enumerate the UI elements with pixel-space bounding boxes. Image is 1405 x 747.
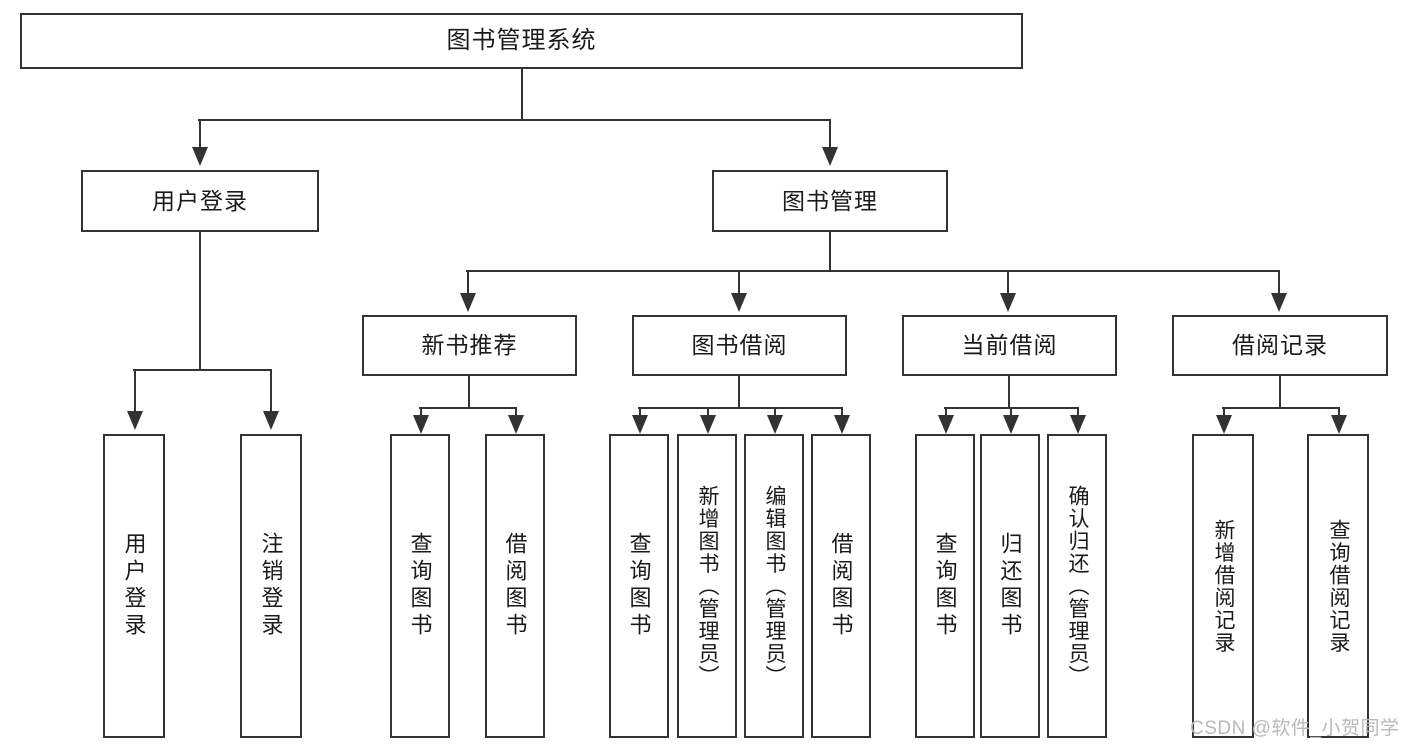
arrow-current-borrow-child-2 xyxy=(1003,415,1019,434)
connector-book-manage-child-4 xyxy=(1278,270,1280,295)
connector-current-borrow-stem xyxy=(1008,376,1010,408)
node-label: 查询图书 xyxy=(626,532,652,640)
connector-book-borrow-child-3 xyxy=(774,407,776,417)
connector-user-login-bar xyxy=(133,369,271,371)
connector-borrow-record-stem xyxy=(1279,376,1281,408)
node-label: 当前借阅 xyxy=(961,332,1058,359)
connector-new-book-child-1 xyxy=(420,407,422,417)
connector-borrow-record-child-2 xyxy=(1338,407,1340,417)
leaf-user-login-logout[interactable]: 注销登录 xyxy=(240,434,302,738)
node-new-book-recommend[interactable]: 新书推荐 xyxy=(362,315,577,376)
node-label: 新增图书（管理员） xyxy=(696,484,720,688)
connector-borrow-record-child-1 xyxy=(1223,407,1225,417)
node-label: 查询图书 xyxy=(932,532,958,640)
arrow-borrow-record-child-1 xyxy=(1216,415,1232,434)
leaf-borrow-record-add[interactable]: 新增借阅记录 xyxy=(1192,434,1254,738)
arrow-book-manage-child-4 xyxy=(1271,293,1287,312)
arrow-borrow-record-child-2 xyxy=(1331,415,1347,434)
arrow-book-borrow-child-1 xyxy=(632,415,648,434)
leaf-book-borrow-add[interactable]: 新增图书（管理员） xyxy=(677,434,737,738)
connector-user-login-child-1 xyxy=(134,369,136,413)
arrow-book-borrow-child-4 xyxy=(834,415,850,434)
leaf-current-borrow-return[interactable]: 归还图书 xyxy=(980,434,1040,738)
arrow-root-to-user-login xyxy=(192,147,208,166)
node-label: 归还图书 xyxy=(997,532,1023,640)
arrow-current-borrow-child-3 xyxy=(1070,415,1086,434)
connector-book-manage-child-1 xyxy=(467,270,469,295)
connector-user-login-child-2 xyxy=(270,369,272,413)
connector-book-borrow-child-2 xyxy=(707,407,709,417)
node-root-system[interactable]: 图书管理系统 xyxy=(20,13,1023,69)
node-label: 新增借阅记录 xyxy=(1212,518,1236,654)
leaf-current-borrow-query[interactable]: 查询图书 xyxy=(915,434,975,738)
arrow-book-borrow-child-2 xyxy=(700,415,716,434)
connector-borrow-record-bar xyxy=(1222,407,1340,409)
arrow-book-manage-child-1 xyxy=(460,293,476,312)
leaf-user-login-login[interactable]: 用户登录 xyxy=(103,434,165,738)
node-label: 图书管理系统 xyxy=(446,27,597,55)
node-label: 查询借阅记录 xyxy=(1327,518,1351,654)
connector-book-borrow-child-1 xyxy=(639,407,641,417)
node-label: 图书管理 xyxy=(782,187,878,214)
connector-new-book-bar xyxy=(419,407,517,409)
node-label: 用户登录 xyxy=(152,187,248,214)
node-label: 借阅图书 xyxy=(502,532,528,640)
leaf-book-borrow-edit[interactable]: 编辑图书（管理员） xyxy=(744,434,804,738)
node-label: 借阅图书 xyxy=(828,532,854,640)
arrow-root-to-book-manage xyxy=(822,147,838,166)
connector-root-stem xyxy=(521,69,523,120)
connector-book-borrow-bar xyxy=(638,407,842,409)
leaf-new-book-borrow[interactable]: 借阅图书 xyxy=(485,434,545,738)
connector-book-manage-stem xyxy=(829,232,831,271)
connector-new-book-stem xyxy=(468,376,470,408)
arrow-book-borrow-child-3 xyxy=(767,415,783,434)
leaf-book-borrow-borrow[interactable]: 借阅图书 xyxy=(811,434,871,738)
connector-book-manage-child-3 xyxy=(1007,270,1009,295)
node-current-borrow[interactable]: 当前借阅 xyxy=(902,315,1117,376)
leaf-book-borrow-query[interactable]: 查询图书 xyxy=(609,434,669,738)
leaf-borrow-record-query[interactable]: 查询借阅记录 xyxy=(1307,434,1369,738)
node-label: 注销登录 xyxy=(258,532,284,640)
arrow-current-borrow-child-1 xyxy=(938,415,954,434)
arrow-book-manage-child-2 xyxy=(731,293,747,312)
watermark-text: CSDN @软件_小贺同学 xyxy=(1190,718,1400,739)
connector-root-to-book-manage xyxy=(829,119,831,149)
leaf-current-borrow-confirm[interactable]: 确认归还（管理员） xyxy=(1047,434,1107,738)
node-label: 编辑图书（管理员） xyxy=(763,484,787,688)
arrow-user-login-child-1 xyxy=(127,411,143,430)
node-label: 确认归还（管理员） xyxy=(1066,484,1090,688)
connector-user-login-stem xyxy=(199,232,201,370)
node-label: 借阅记录 xyxy=(1232,332,1328,359)
arrow-user-login-child-2 xyxy=(263,411,279,430)
node-borrow-record[interactable]: 借阅记录 xyxy=(1172,315,1388,376)
node-label: 用户登录 xyxy=(121,532,147,640)
connector-book-borrow-child-4 xyxy=(841,407,843,417)
connector-book-manage-child-2 xyxy=(738,270,740,295)
node-label: 图书借阅 xyxy=(691,332,788,359)
connector-new-book-child-2 xyxy=(515,407,517,417)
connector-book-borrow-stem xyxy=(738,376,740,408)
connector-current-borrow-child-1 xyxy=(945,407,947,417)
node-book-borrow[interactable]: 图书借阅 xyxy=(632,315,847,376)
connector-book-manage-bar xyxy=(466,270,1279,272)
leaf-new-book-query[interactable]: 查询图书 xyxy=(390,434,450,738)
connector-root-to-user-login xyxy=(199,119,201,149)
node-label: 查询图书 xyxy=(407,532,433,640)
connector-root-bar xyxy=(198,119,830,121)
arrow-new-book-child-2 xyxy=(508,415,524,434)
arrow-new-book-child-1 xyxy=(413,415,429,434)
connector-current-borrow-child-3 xyxy=(1077,407,1079,417)
node-book-manage[interactable]: 图书管理 xyxy=(712,170,948,232)
node-label: 新书推荐 xyxy=(421,332,518,359)
connector-current-borrow-child-2 xyxy=(1010,407,1012,417)
node-user-login[interactable]: 用户登录 xyxy=(81,170,319,232)
arrow-book-manage-child-3 xyxy=(1000,293,1016,312)
